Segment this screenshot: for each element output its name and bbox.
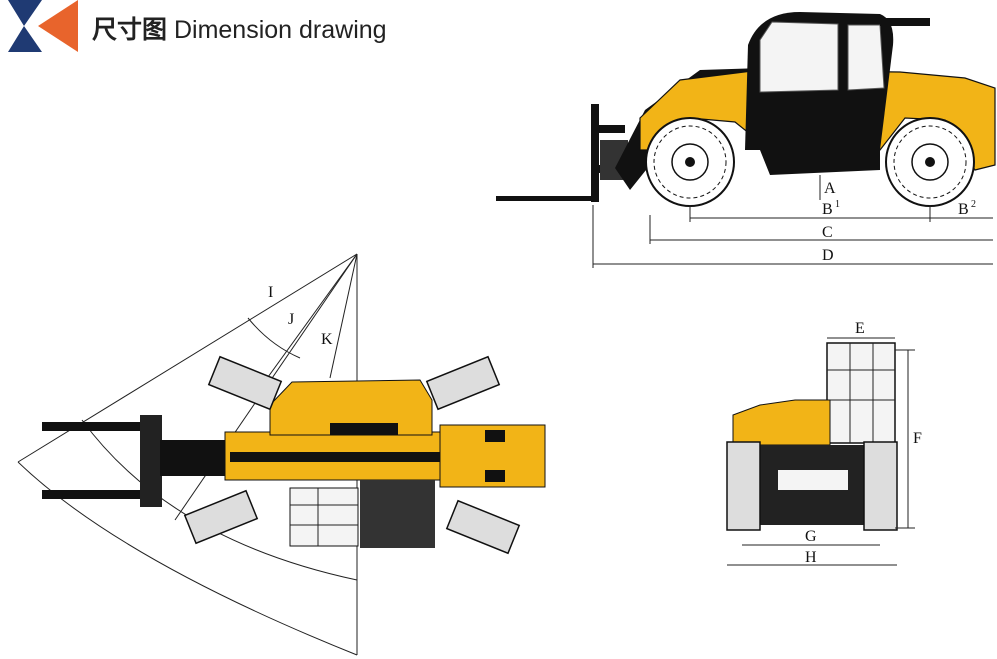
title-en: Dimension drawing	[173, 16, 387, 44]
side-forks	[496, 104, 628, 202]
label-f: F	[913, 430, 922, 447]
front-cab	[826, 342, 896, 444]
side-rear-wheel	[885, 117, 975, 207]
label-h: H	[805, 549, 817, 566]
top-wheels	[183, 355, 521, 555]
side-dimensions: A B 1 B 2 C D	[592, 175, 993, 268]
top-body	[269, 379, 435, 548]
label-b1-sup: 1	[835, 199, 840, 210]
page-title: 尺寸图 Dimension drawing	[92, 10, 387, 46]
side-cab	[745, 12, 930, 150]
label-g: G	[805, 528, 817, 545]
label-b1: B	[822, 201, 833, 218]
front-dimensions: E F G H	[727, 320, 922, 566]
front-boom	[732, 399, 831, 446]
label-i: I	[268, 284, 273, 301]
header: 尺寸图 Dimension drawing	[0, 0, 520, 60]
front-right-tyre	[863, 441, 898, 531]
chevron-logo-icon	[8, 0, 78, 52]
label-b2: B	[958, 201, 969, 218]
side-view: A B 1 B 2 C D	[496, 12, 996, 268]
label-c: C	[822, 224, 833, 241]
front-left-tyre	[726, 441, 761, 531]
top-view: I J K	[17, 253, 546, 656]
label-j: J	[288, 311, 294, 328]
side-front-wheel	[645, 117, 735, 207]
label-d: D	[822, 247, 834, 264]
front-view: E F G H	[726, 320, 922, 566]
top-forks	[42, 415, 230, 507]
top-boom	[224, 424, 546, 488]
label-b2-sup: 2	[971, 199, 976, 210]
side-frame	[760, 150, 880, 175]
label-a: A	[824, 180, 836, 197]
label-e: E	[855, 320, 865, 337]
title-zh: 尺寸图	[92, 15, 168, 44]
label-k: K	[321, 331, 333, 348]
